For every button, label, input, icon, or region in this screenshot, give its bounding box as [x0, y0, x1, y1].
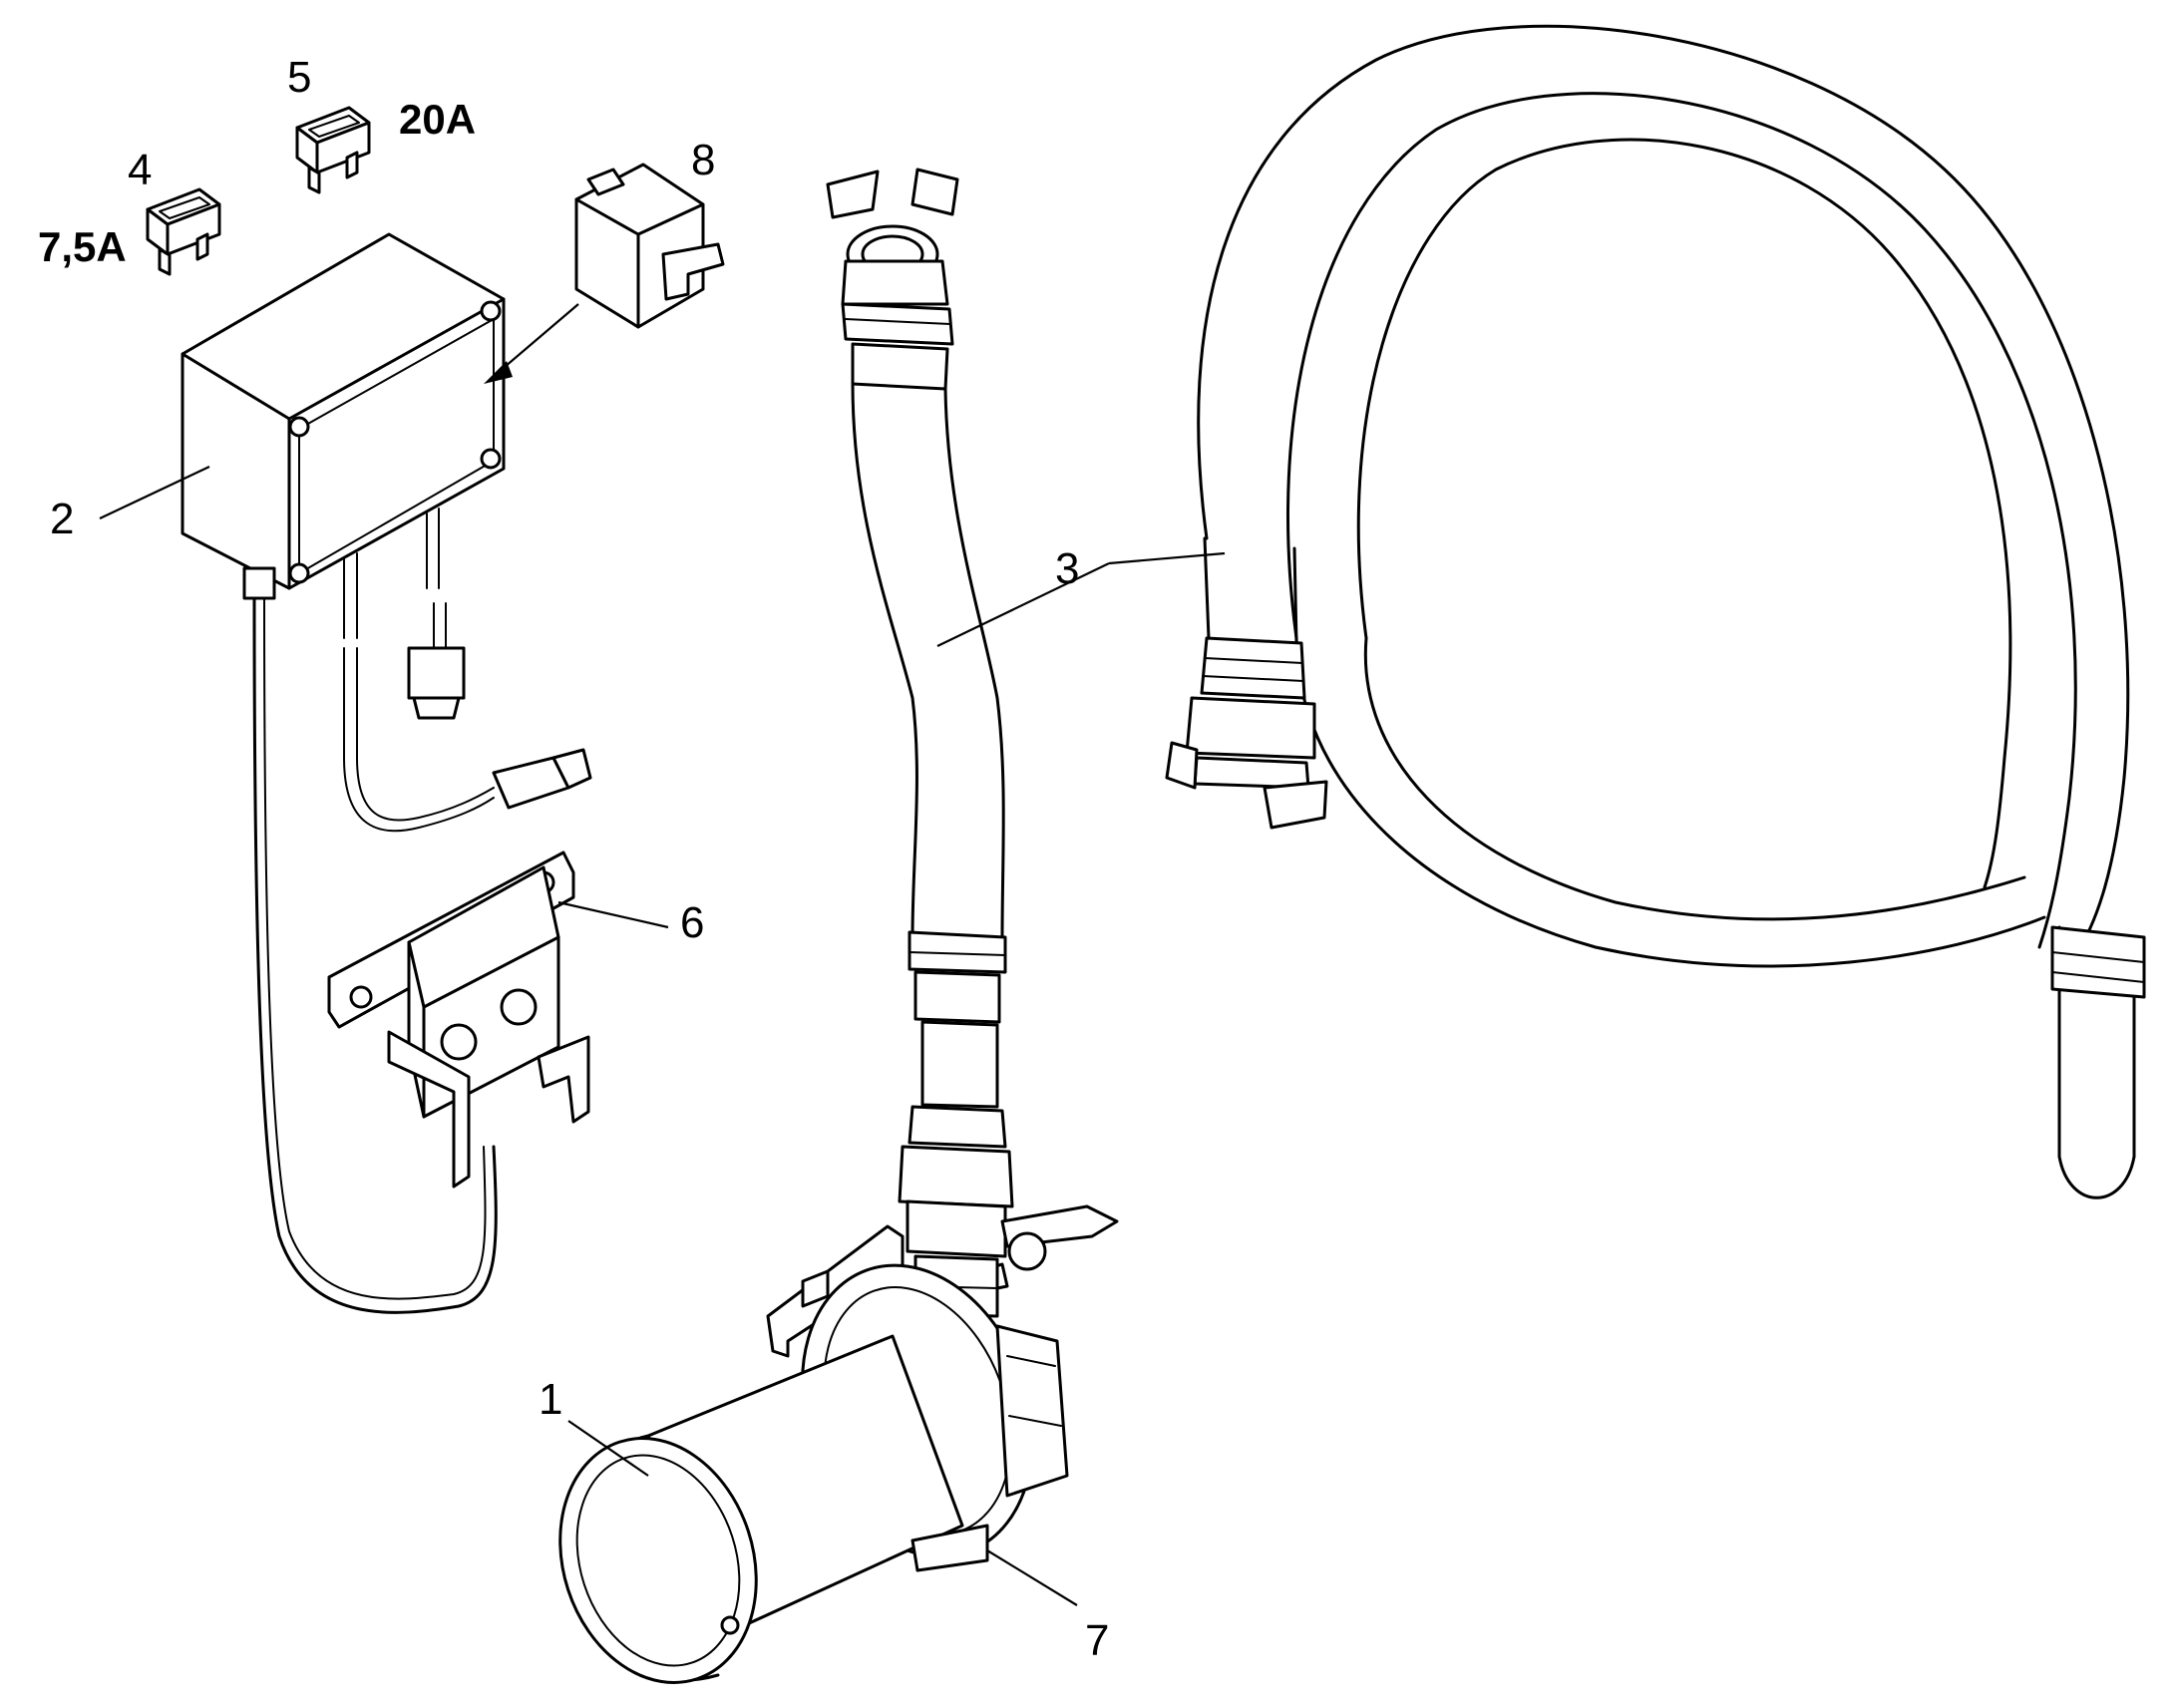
control-box	[181, 232, 506, 600]
hose-assembly	[1165, 24, 2146, 1199]
fuse-20a	[295, 106, 371, 194]
fuse-5-rating: 20A	[399, 96, 476, 143]
wiring	[252, 508, 592, 1314]
switch-assembly	[327, 851, 590, 1189]
callout-1: 1	[539, 1375, 562, 1424]
callout-3: 3	[1055, 544, 1079, 593]
callout-2: 2	[50, 495, 74, 543]
callout-5: 5	[287, 53, 311, 102]
relay-mount-arrow	[484, 361, 513, 384]
fuse-4-rating: 7,5A	[38, 223, 127, 270]
callout-7: 7	[1085, 1616, 1109, 1665]
leader-lines	[99, 303, 1226, 1606]
pump-assembly	[558, 1224, 1069, 1684]
callout-8: 8	[691, 136, 715, 184]
callout-6: 6	[680, 898, 704, 947]
fuse-7-5a	[146, 187, 221, 276]
relay	[574, 163, 725, 329]
callout-4: 4	[128, 146, 152, 194]
suction-hose	[826, 168, 1119, 1318]
